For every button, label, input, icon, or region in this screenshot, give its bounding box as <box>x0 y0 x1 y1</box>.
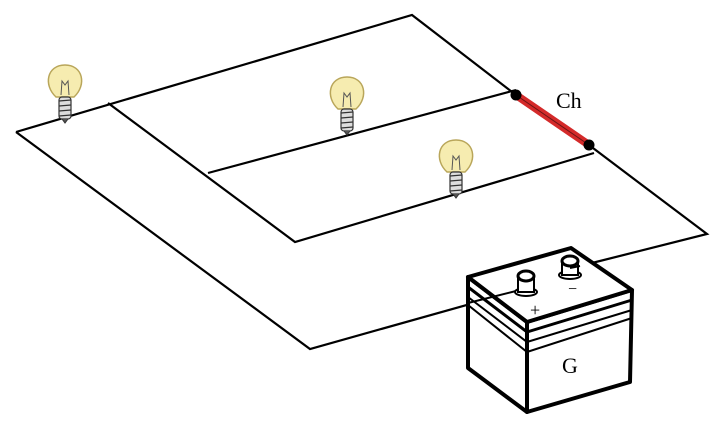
negative-terminal <box>558 254 582 280</box>
outer-left-wire <box>15 131 521 351</box>
wires <box>15 13 710 351</box>
battery-g: + − G <box>466 246 634 414</box>
inner-left-wire <box>107 102 595 244</box>
light-bulb-icon <box>329 76 365 136</box>
switch-label: Ch <box>556 88 582 113</box>
middle-wire <box>207 88 517 175</box>
switch-terminal <box>583 139 595 151</box>
switch-terminal <box>510 89 522 101</box>
switch-ch[interactable]: Ch <box>510 88 595 151</box>
light-bulb-icon <box>438 139 474 199</box>
outer-right-wire <box>579 144 710 268</box>
bulbs <box>47 64 474 199</box>
positive-terminal <box>514 269 538 297</box>
light-bulb-icon <box>47 64 83 124</box>
plus-sign: + <box>530 300 540 320</box>
outer-top-wire <box>15 13 517 134</box>
battery-label: G <box>562 353 578 378</box>
minus-sign: − <box>568 281 577 298</box>
